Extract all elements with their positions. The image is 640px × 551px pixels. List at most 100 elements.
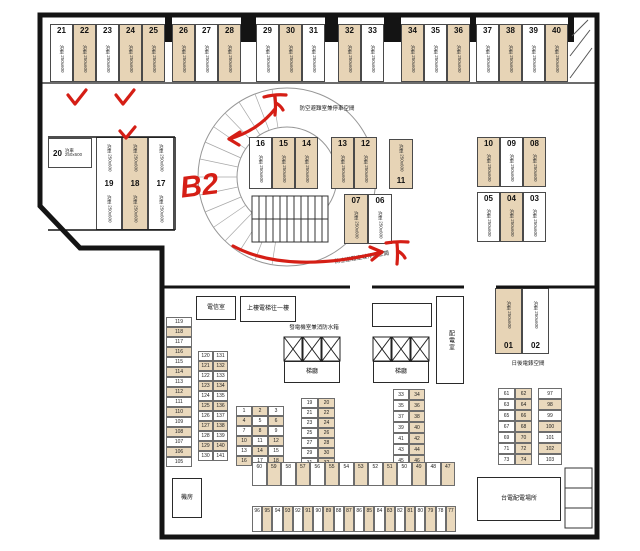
- elevator-hall-1: 梯廳: [284, 361, 340, 383]
- moto-stall-125: 125: [198, 401, 213, 411]
- stall-number: 13: [338, 139, 347, 148]
- moto-stall-130: 130: [198, 451, 213, 461]
- moto-stall-34: 34: [409, 389, 425, 400]
- moto-stall-59: 59: [266, 462, 281, 486]
- moto-stall-135: 135: [213, 391, 228, 401]
- moto-stall-15: 15: [268, 446, 284, 456]
- moto-stall-19: 19: [301, 398, 318, 408]
- moto-stall-62: 62: [515, 388, 532, 399]
- stall-dimension-text: 泊車 250x600: [281, 154, 287, 183]
- moto-stall-71: 71: [498, 443, 515, 454]
- stall-dimension-text: 泊車 250x600: [105, 44, 111, 73]
- moto-stall-60: 60: [252, 462, 267, 486]
- moto-stall-128: 128: [198, 431, 213, 441]
- stall-dimension-text: 泊車 250x600: [378, 210, 384, 239]
- moto-stall-93: 93: [282, 506, 293, 532]
- moto-stall-8: 8: [252, 426, 268, 436]
- stall-dimension-text: 泊車 250x600: [133, 195, 139, 223]
- stall-dimension-text: 泊車 250x600: [265, 44, 271, 73]
- moto-stall-121: 121: [198, 361, 213, 371]
- stall-number: 15: [279, 139, 288, 148]
- stall-dimension-text: 泊車 250x600: [354, 210, 360, 239]
- moto-stall-87: 87: [343, 506, 354, 532]
- moto-stall-16: 16: [236, 456, 252, 466]
- moto-stall-25: 25: [301, 428, 318, 438]
- stall-dimension-text: 泊車 250x600: [107, 195, 113, 223]
- moto-stall-78: 78: [435, 506, 446, 532]
- moto-stall-51: 51: [382, 462, 397, 486]
- stall-dimension-text: 泊車 250x600: [509, 153, 515, 182]
- stall-dimension-text: 泊車 250x600: [508, 44, 514, 73]
- stall-number: 20: [53, 148, 62, 158]
- moto-stall-108: 108: [166, 427, 192, 437]
- moto-stall-61: 61: [498, 388, 515, 399]
- stall-number: 16: [256, 139, 265, 148]
- moto-stall-114: 114: [166, 367, 192, 377]
- stall-dimension-text: 泊車 250x600: [347, 44, 353, 73]
- stall-dimension-text: 泊車 250x600: [363, 154, 369, 183]
- moto-stall-68: 68: [515, 421, 532, 432]
- moto-stall-77: 77: [445, 506, 456, 532]
- moto-stall-122: 122: [198, 371, 213, 381]
- moto-stall-126: 126: [198, 411, 213, 421]
- moto-stall-79: 79: [425, 506, 436, 532]
- stall-number: 07: [351, 196, 361, 205]
- moto-stall-20: 20: [318, 398, 335, 408]
- stall-number: 22: [80, 26, 89, 35]
- moto-stall-50: 50: [397, 462, 412, 486]
- moto-stall-22: 22: [318, 408, 335, 418]
- stall-dimension-text: 泊車 250x600: [399, 144, 405, 172]
- moto-stall-106: 106: [166, 447, 192, 457]
- stall-dimension-text: 泊車 250x600: [227, 44, 233, 73]
- stall-number: 14: [302, 139, 311, 148]
- stall-number: 04: [507, 194, 516, 203]
- moto-stall-90: 90: [313, 506, 324, 532]
- parking-stall-15: 15 泊車 250x600: [272, 137, 295, 189]
- moto-stall-140: 140: [213, 441, 228, 451]
- stall-number: 21: [57, 26, 66, 35]
- stall-dimension-text: 泊車 250x600: [204, 44, 210, 73]
- stall-dimension-text: 泊車 250x600: [456, 44, 462, 73]
- stall-number: 08: [530, 139, 539, 148]
- moto-stall-9: 9: [268, 426, 284, 436]
- stall-number: 31: [309, 26, 318, 35]
- stall-dimension-text: 泊車 250x600: [410, 44, 416, 73]
- moto-stall-102: 102: [538, 443, 562, 454]
- stall-number: 26: [179, 26, 188, 35]
- stall-number: 11: [396, 176, 406, 186]
- moto-stall-58: 58: [281, 462, 296, 486]
- stall-dimension-text: 泊車 250x600: [531, 44, 537, 73]
- moto-stall-73: 73: [498, 454, 515, 465]
- moto-stall-33: 33: [393, 389, 409, 400]
- moto-stall-83: 83: [384, 506, 395, 532]
- moto-stall-30: 30: [318, 448, 335, 458]
- moto-stall-89: 89: [323, 506, 334, 532]
- stall-dimension-text: 泊車 250x600: [181, 44, 187, 73]
- moto-stall-99: 99: [538, 410, 562, 421]
- moto-stall-24: 24: [318, 418, 335, 428]
- stall-number: 10: [484, 139, 493, 148]
- telecom-room: 電信室: [196, 296, 236, 320]
- moto-stall-111: 111: [166, 397, 192, 407]
- moto-stall-26: 26: [318, 428, 335, 438]
- stall-number: 38: [506, 26, 515, 35]
- stall-number: 30: [286, 26, 295, 35]
- stall-number: 37: [483, 26, 492, 35]
- stall-number: 28: [225, 26, 234, 35]
- moto-stall-6: 6: [268, 416, 284, 426]
- stall-number: 05: [484, 194, 493, 203]
- moto-stall-105: 105: [166, 457, 192, 467]
